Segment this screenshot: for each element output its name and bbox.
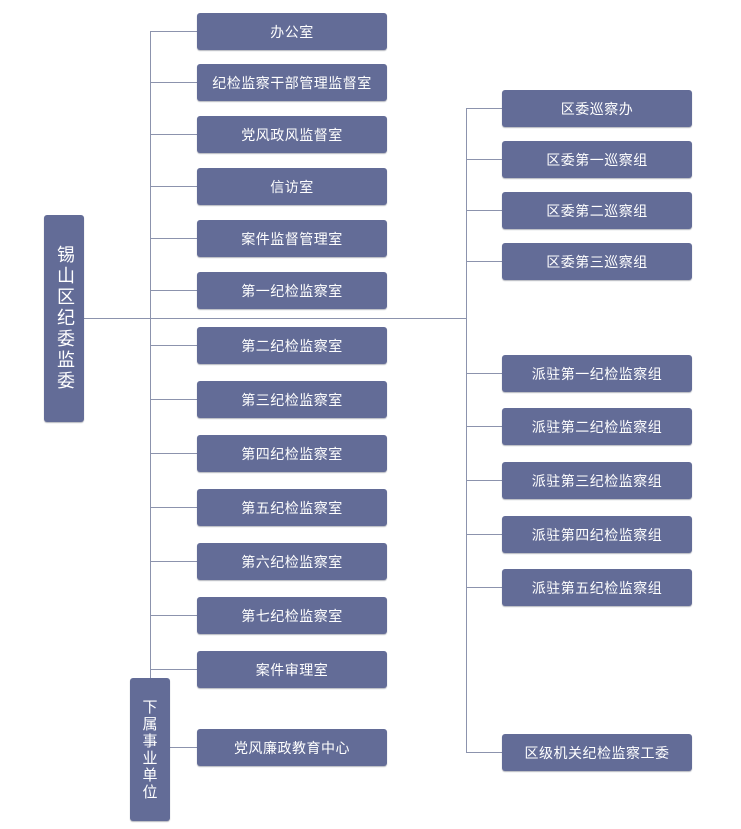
root-node: 锡山区纪委监委 — [44, 215, 84, 422]
unit-box: 第五纪检监察室 — [197, 489, 387, 526]
unit-label: 党风政风监督室 — [241, 127, 343, 144]
unit-label: 信访室 — [270, 179, 314, 196]
unit-box: 区委第二巡察组 — [502, 192, 692, 229]
subsidiary-node: 下属事业单位 — [130, 678, 170, 821]
unit-label: 派驻第三纪检监察组 — [531, 473, 663, 490]
unit-box: 区委第一巡察组 — [502, 141, 692, 178]
unit-label: 案件监督管理室 — [241, 231, 343, 248]
unit-label: 第四纪检监察室 — [241, 446, 343, 463]
unit-label: 党风廉政教育中心 — [234, 740, 350, 757]
unit-box: 区委第三巡察组 — [502, 243, 692, 280]
unit-label: 区委巡察办 — [560, 101, 634, 118]
unit-label: 第七纪检监察室 — [241, 608, 343, 625]
subsidiary-unit-box: 党风廉政教育中心 — [197, 729, 387, 766]
unit-box: 办公室 — [197, 13, 387, 50]
unit-box: 案件监督管理室 — [197, 220, 387, 257]
unit-box: 信访室 — [197, 168, 387, 205]
unit-box: 第六纪检监察室 — [197, 543, 387, 580]
unit-label: 区委第三巡察组 — [546, 254, 648, 271]
unit-box: 派驻第五纪检监察组 — [502, 569, 692, 606]
unit-box: 第二纪检监察室 — [197, 327, 387, 364]
unit-box: 派驻第二纪检监察组 — [502, 408, 692, 445]
unit-box: 纪检监察干部管理监督室 — [197, 64, 387, 101]
unit-label: 办公室 — [270, 24, 314, 41]
subsidiary-node-label: 下属事业单位 — [140, 698, 159, 801]
unit-label: 第二纪检监察室 — [241, 338, 343, 355]
unit-label: 派驻第一纪检监察组 — [531, 366, 663, 383]
unit-label: 派驻第五纪检监察组 — [531, 580, 663, 597]
unit-box: 第四纪检监察室 — [197, 435, 387, 472]
unit-label: 第五纪检监察室 — [241, 500, 343, 517]
unit-label: 第三纪检监察室 — [241, 392, 343, 409]
unit-box: 第三纪检监察室 — [197, 381, 387, 418]
unit-box: 派驻第三纪检监察组 — [502, 462, 692, 499]
unit-box: 派驻第一纪检监察组 — [502, 355, 692, 392]
unit-box: 第七纪检监察室 — [197, 597, 387, 634]
unit-box: 第一纪检监察室 — [197, 272, 387, 309]
unit-label: 纪检监察干部管理监督室 — [212, 75, 372, 92]
unit-label: 区级机关纪检监察工委 — [524, 745, 670, 762]
unit-label: 第一纪检监察室 — [241, 283, 343, 300]
unit-box: 党风政风监督室 — [197, 116, 387, 153]
unit-box: 案件审理室 — [197, 651, 387, 688]
unit-label: 派驻第二纪检监察组 — [531, 419, 663, 436]
unit-box: 区委巡察办 — [502, 90, 692, 127]
unit-box: 区级机关纪检监察工委 — [502, 734, 692, 771]
unit-label: 案件审理室 — [255, 662, 329, 679]
unit-label: 第六纪检监察室 — [241, 554, 343, 571]
unit-label: 区委第一巡察组 — [546, 152, 648, 169]
root-node-label: 锡山区纪委监委 — [54, 245, 75, 392]
unit-label: 区委第二巡察组 — [546, 203, 648, 220]
unit-box: 派驻第四纪检监察组 — [502, 516, 692, 553]
unit-label: 派驻第四纪检监察组 — [531, 527, 663, 544]
